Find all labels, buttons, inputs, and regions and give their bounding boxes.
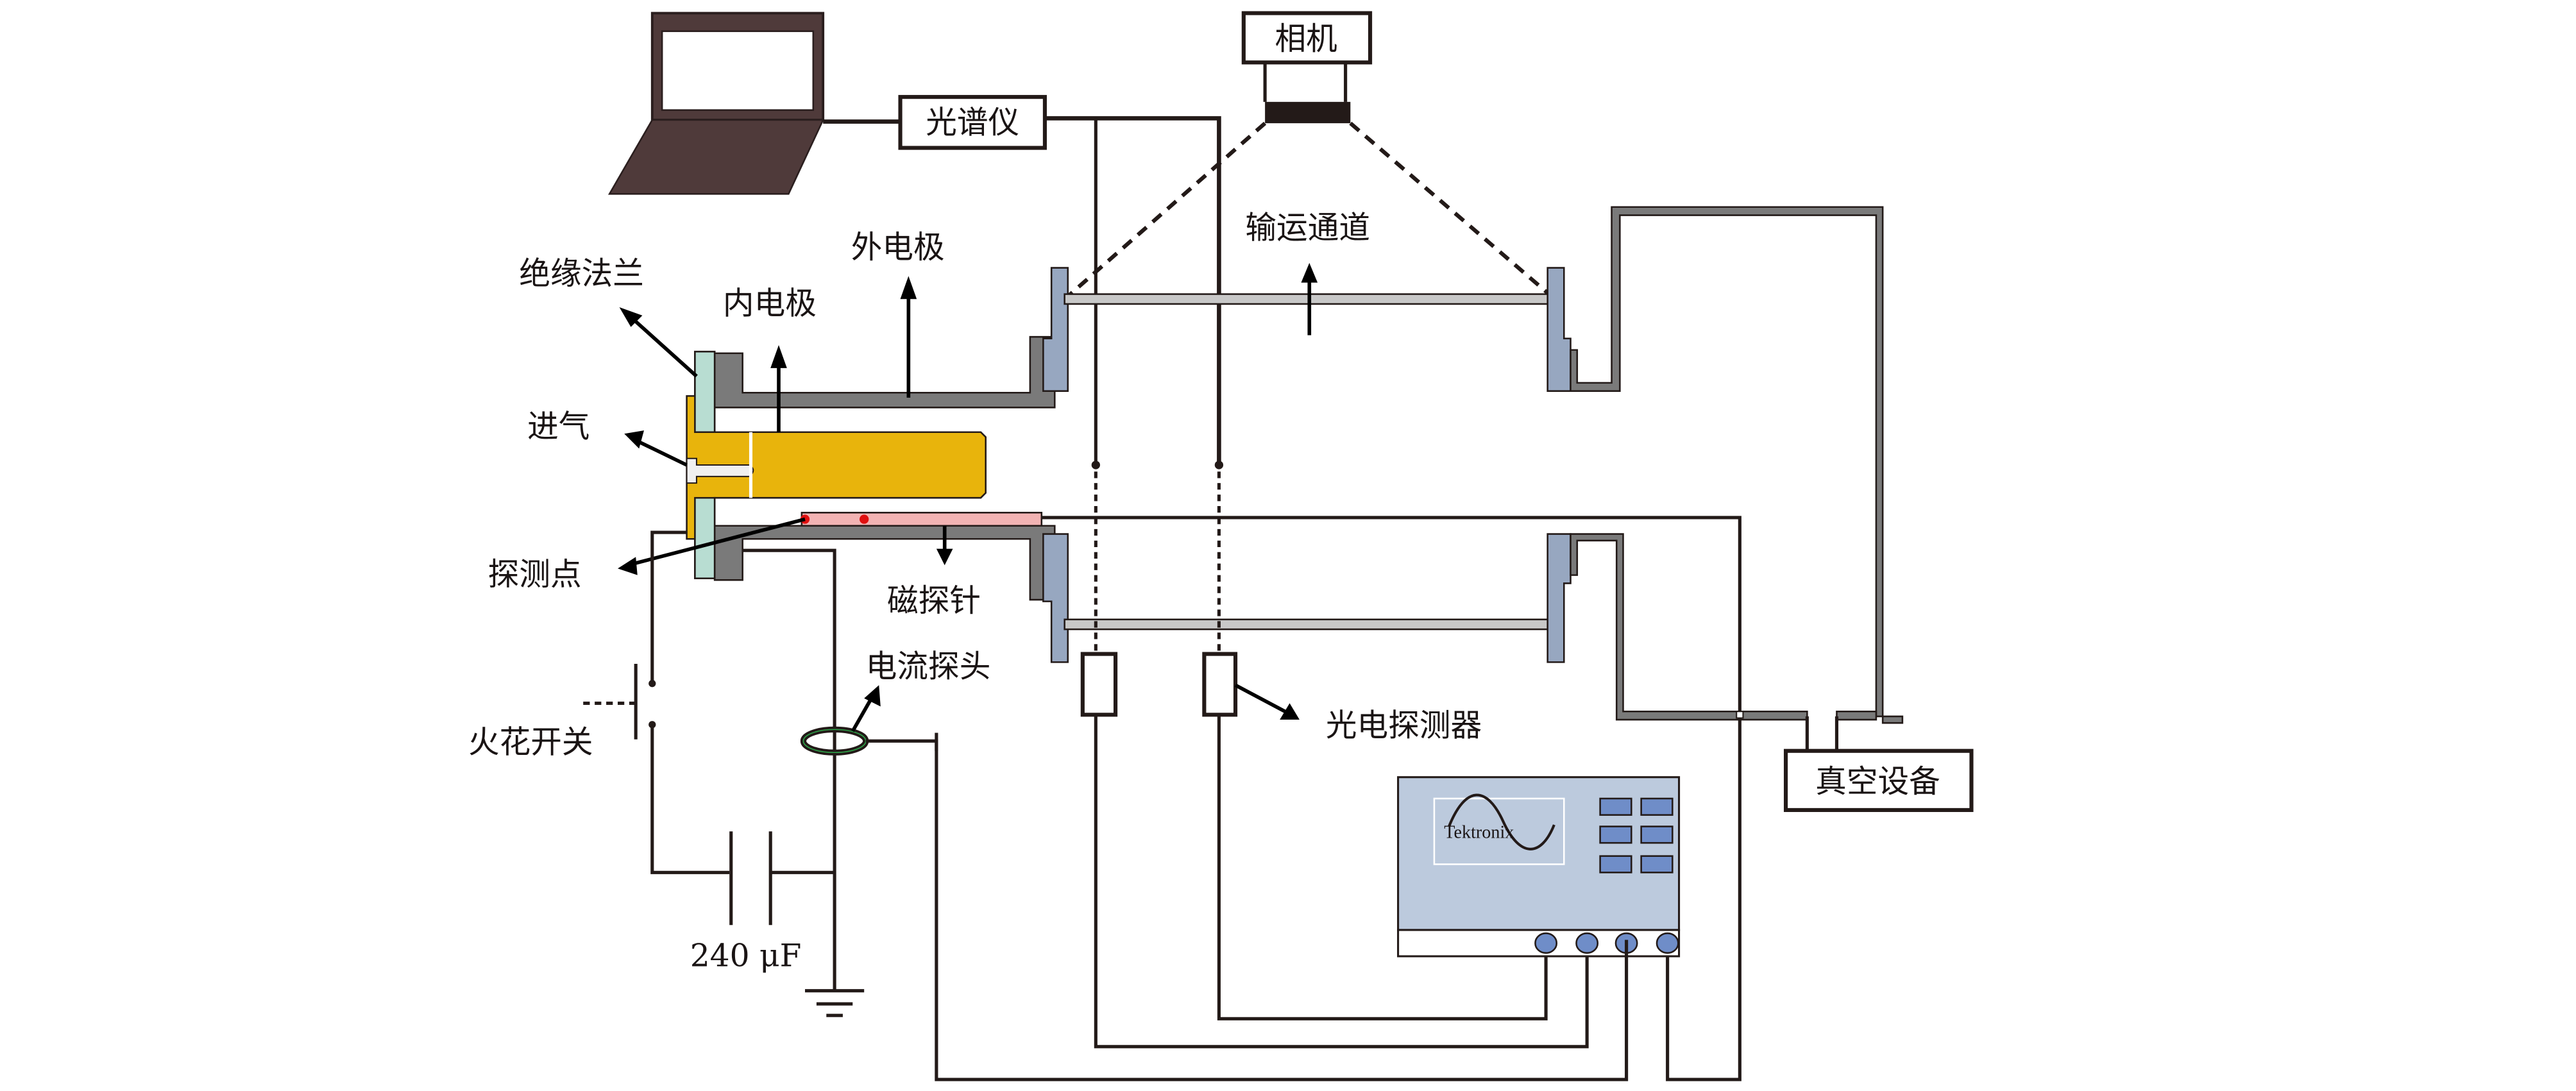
camera-lens [1265,101,1351,124]
oscilloscope-button [1640,855,1674,874]
oscilloscope-button [1599,825,1632,844]
camera-box: 相机 [1241,11,1373,124]
vacuum-equipment-box [1783,748,1974,813]
gas-inlet-label: 进气 [527,409,589,444]
probe-point-label: 探测点 [488,557,582,593]
vacuum-pipe-lower-right [1836,710,1877,721]
photodetector-1 [1080,652,1118,717]
oscilloscope-button [1599,855,1632,874]
chamber-flange-upper-right [1546,267,1572,392]
spectrometer-label: 光谱仪 [926,105,1019,140]
transport-channel-label: 输运通道 [1245,210,1370,246]
channel-connector [1534,932,1558,954]
wire-current-probe [865,739,1629,1081]
laptop-keyboard [607,119,825,195]
probe-point-2 [860,514,869,524]
chamber-flange-upper-left [1042,267,1069,392]
transport-channel-bar-lower [1063,618,1554,630]
ground-icon [805,989,865,1017]
arrow-icon [1280,703,1300,720]
oscilloscope-button [1599,797,1632,816]
camera-view-line-right [1349,121,1552,298]
arrow-icon [770,344,787,368]
vacuum-pipe [1570,206,1904,724]
gas-inlet-channel [686,457,754,484]
camera-label: 相机 [1275,21,1337,57]
capacitance-label: 240 μF [690,938,802,974]
insulating-flange-label: 绝缘法兰 [519,256,644,292]
wire-inner-electrode-switch [650,530,687,682]
arrow-icon [864,685,881,707]
chamber-flange-lower-right [1546,533,1572,663]
oscilloscope: Tektronix [1397,776,1681,958]
camera-view-line-left [1062,121,1267,303]
oscilloscope-brand: Tektronix [1444,822,1514,842]
outer-electrode-upper [713,335,1056,409]
arrow-icon [619,307,643,327]
vacuum-equipment-label: 真空设备 [1815,764,1940,800]
insulating-flange-upper [694,350,716,434]
current-probe-label: 电流探头 [866,648,991,684]
oscilloscope-screen [1433,797,1565,865]
outer-electrode-label: 外电极 [851,230,945,266]
outer-electrode-lower [713,525,1056,601]
fiber-end-1 [1091,461,1100,469]
arrow-icon [618,557,638,575]
magnetic-probe [801,511,1043,527]
photodetector-2 [1202,652,1238,717]
oscilloscope-buttons [1599,797,1674,874]
vacuum-pipe-lower [1570,533,1808,721]
arrow-icon [900,276,917,300]
laptop-screen [661,30,815,111]
arrow-icon [936,548,953,566]
wire-photodetector-2 [1217,715,1548,1020]
arrow-icon [1301,262,1318,283]
insulating-flange-lower [694,496,716,580]
sine-wave-icon [1448,793,1555,850]
oscilloscope-button [1640,797,1674,816]
inner-electrode-label: 内电极 [723,285,817,321]
fiber-end-2 [1214,461,1224,469]
laptop-icon [607,12,825,195]
wire-photodetector-1 [1094,715,1589,1049]
channel-connector [1575,932,1599,954]
magnetic-probe-label: 磁探针 [887,583,981,619]
spark-switch-label: 火花开关 [468,724,593,760]
arrow-icon [624,430,644,449]
oscilloscope-button [1640,825,1674,844]
wire-spectrometer-fiber [1044,116,1221,465]
wire-outer-electrode-ground [742,548,836,991]
wire-magnetic-probe [1041,516,1741,1081]
spectrometer-box: 光谱仪 [898,95,1047,150]
photodetector-label: 光电探测器 [1326,708,1482,744]
chamber-flange-lower-left [1042,533,1069,663]
channel-connector [1656,932,1679,954]
